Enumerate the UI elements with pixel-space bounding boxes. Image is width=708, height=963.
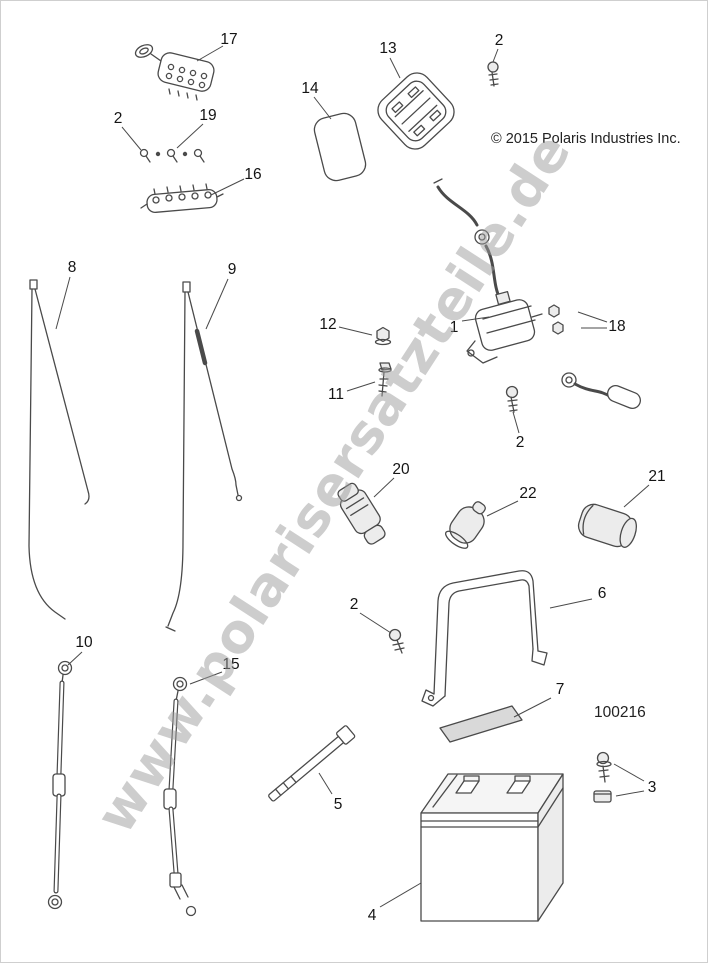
callout-label-8: 8	[68, 259, 77, 276]
leader-line	[613, 763, 645, 782]
leader-line	[176, 123, 204, 149]
part-12-flange-nut	[374, 326, 392, 346]
callout-label-9: 9	[228, 261, 237, 278]
copyright-notice: © 2015 Polaris Industries Inc.	[491, 131, 681, 147]
callout-label-14: 14	[301, 80, 319, 97]
part-14-mount-pad	[313, 112, 367, 182]
part-4-battery	[420, 773, 564, 922]
part-2d-screw	[388, 628, 405, 654]
part-3-bolt-and-nut	[593, 751, 612, 803]
leader-line	[461, 316, 490, 322]
callout-label-18: 18	[608, 318, 625, 335]
callout-label-11: 11	[328, 386, 344, 403]
diagram-number: 100216	[594, 704, 646, 721]
callout-label-17: 17	[220, 31, 237, 48]
leader-line	[67, 651, 83, 666]
part-18-nuts	[548, 304, 564, 335]
leader-line	[338, 326, 373, 336]
leader-line	[379, 882, 422, 908]
callout-label-20: 20	[392, 461, 410, 478]
callout-label-4: 4	[368, 907, 377, 924]
callout-label-6: 6	[598, 585, 607, 602]
callout-label-7: 7	[556, 681, 565, 698]
part-22-terminal-boot	[444, 501, 486, 549]
callout-label-1: 1	[450, 319, 459, 336]
leader-line	[205, 278, 229, 330]
part-7-spacer-pad	[439, 705, 523, 743]
leader-line	[210, 178, 245, 196]
part-6-hold-down-strap	[421, 570, 548, 707]
leader-line	[196, 45, 224, 62]
part-9-cable	[165, 281, 243, 632]
leader-line	[55, 276, 71, 330]
leader-line	[513, 697, 552, 718]
part-2c-screw	[505, 385, 519, 413]
part-2b-screw	[487, 61, 499, 87]
callout-label-22: 22	[519, 485, 536, 502]
callout-label-21: 21	[648, 468, 665, 485]
leader-line	[318, 772, 333, 795]
leader-line	[121, 126, 142, 151]
part-20-spark-plug-cap	[337, 482, 386, 545]
callout-label-5: 5	[334, 796, 343, 813]
leader-line	[577, 311, 608, 323]
leader-line	[623, 484, 650, 508]
callout-label-2c: 2	[516, 434, 525, 451]
part-5-cable-tie	[268, 725, 356, 802]
leader-line	[486, 500, 519, 517]
leader-line	[615, 790, 645, 797]
part-17-anchor-key-plate	[134, 44, 215, 101]
leader-line	[512, 411, 520, 434]
callout-label-12: 12	[319, 316, 336, 333]
part-15-battery-cable	[163, 676, 197, 917]
leader-line	[389, 57, 401, 79]
callout-label-3: 3	[648, 779, 657, 796]
leader-line	[549, 598, 593, 609]
part-10-battery-cable	[47, 660, 73, 910]
part-21-rubber-boot	[577, 503, 637, 548]
part-11-bolt	[378, 362, 392, 397]
callout-label-19: 19	[199, 107, 216, 124]
part-8-cable	[28, 279, 90, 620]
part-1-solenoid-assembly	[433, 178, 641, 410]
callout-label-10: 10	[75, 634, 93, 651]
part-16-terminal-strip	[140, 183, 224, 213]
watermark: www.polarisersatzteile.de	[84, 122, 584, 845]
callout-label-2a: 2	[114, 110, 123, 127]
leader-line	[492, 48, 499, 63]
callout-label-15: 15	[222, 656, 239, 673]
leader-line	[359, 612, 392, 634]
leader-line	[373, 477, 395, 498]
callout-label-13: 13	[379, 40, 396, 57]
leader-lines	[55, 45, 650, 908]
callout-labels: 17 2 19 16 14 13 2 8 9 12 11 1 18 2 20 2…	[68, 31, 666, 924]
leader-line	[313, 96, 332, 120]
callout-label-16: 16	[244, 166, 261, 183]
callout-label-2d: 2	[350, 596, 359, 613]
part-13-flasher-module	[377, 72, 455, 150]
leader-line	[346, 381, 376, 392]
part-19-screw-set	[139, 148, 205, 163]
leader-line	[189, 671, 223, 685]
callout-label-2b: 2	[495, 32, 504, 49]
